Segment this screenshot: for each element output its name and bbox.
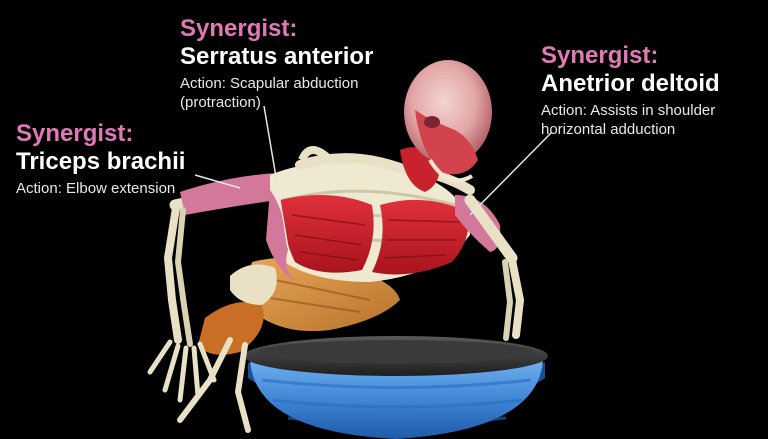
lower-body: [198, 257, 400, 355]
right-arm: [455, 194, 525, 341]
triceps-action: Action: Elbow extension: [16, 179, 176, 197]
head: [400, 60, 492, 192]
deltoid-label: Synergist: Anetrior deltoid Action: Assi…: [541, 42, 720, 139]
thigh-muscle: [198, 301, 264, 355]
pelvis-bone: [230, 264, 277, 305]
right-humerus: [464, 194, 518, 264]
anterior-deltoid-muscle: [455, 195, 501, 252]
spine-bones: [298, 146, 333, 163]
serratus-pointer: [263, 105, 289, 249]
right-pectoral: [372, 199, 469, 275]
serratus-kind: Synergist:: [180, 15, 298, 42]
triceps-kind: Synergist:: [16, 120, 134, 147]
right-forearm: [508, 256, 525, 339]
deltoid-action: Action: Assists in shoulder horizontal a…: [541, 101, 716, 138]
left-pectoral: [280, 195, 374, 273]
bosu-dome-body: [250, 360, 543, 439]
left-hand-bones: [147, 339, 217, 403]
eye-socket: [424, 116, 440, 128]
serratus-label: Synergist: Serratus anterior Action: Sca…: [180, 15, 374, 112]
deltoid-pointer: [469, 131, 553, 216]
left-leg-bones: [177, 337, 251, 433]
jaw: [428, 158, 474, 183]
triceps-pointer: [194, 174, 241, 189]
triceps-muscle-name: Triceps brachii: [16, 147, 186, 175]
callout-lines: [194, 105, 553, 249]
pectoralis-muscles: [280, 195, 469, 275]
bosu-ball: [244, 336, 548, 439]
triceps-label: Synergist: Triceps brachii Action: Elbow…: [16, 120, 186, 198]
left-forearm: [163, 204, 182, 344]
deltoid-kind: Synergist:: [541, 42, 659, 69]
serratus-anterior-muscle: [266, 190, 296, 282]
serratus-action: Action: Scapular abduction (protraction): [180, 74, 359, 111]
deltoid-muscle-name: Anetrior deltoid: [541, 69, 720, 97]
serratus-muscle-name: Serratus anterior: [180, 42, 374, 70]
